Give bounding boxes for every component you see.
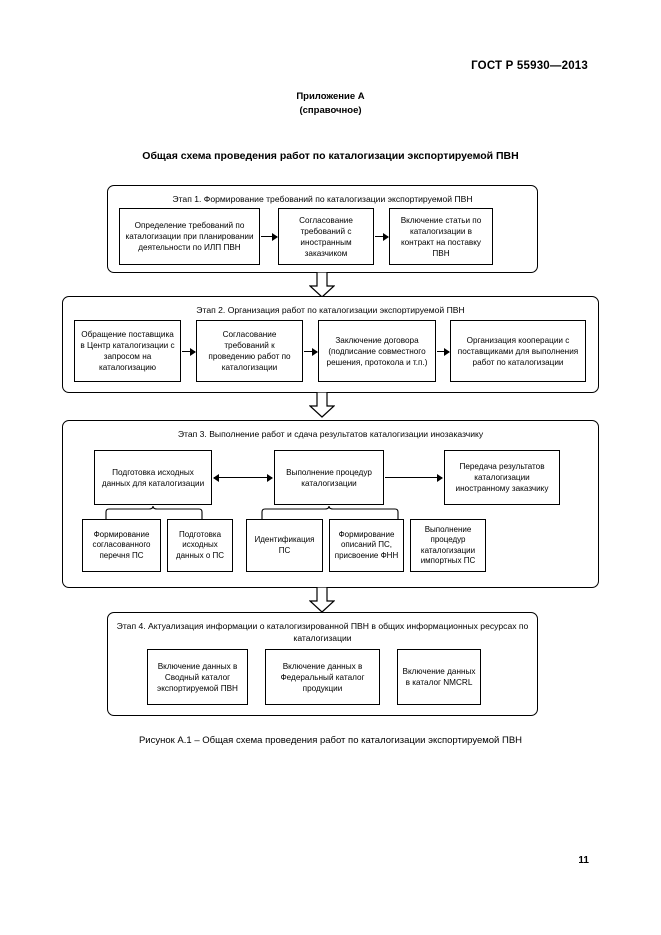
stage-3-subbox-1: Формирование согласованного перечня ПС [82, 519, 161, 572]
stage-2-box-1: Обращение поставщика в Центр каталогизац… [74, 320, 181, 382]
standard-header: ГОСТ Р 55930—2013 [471, 60, 588, 72]
figure-caption: Рисунок А.1 – Общая схема проведения раб… [138, 735, 523, 746]
appendix-line-1: Приложение А [296, 91, 365, 102]
connector-stage3-to-stage4 [309, 587, 335, 613]
stage-2-box-3: Заключение договора (подписание совместн… [318, 320, 436, 382]
stage-3-subbox-4: Формирование описаний ПС, присвоение ФНН [329, 519, 404, 572]
stage-2-title: Этап 2. Организация работ по каталогизац… [196, 305, 465, 315]
page-number: 11 [578, 855, 589, 866]
connector-stage1-to-stage2 [309, 272, 335, 298]
appendix-heading: Приложение А (справочное) [0, 90, 661, 118]
stage-3-brace-left [104, 505, 204, 521]
stage-3-box-3: Передача результатов каталогизации иност… [444, 450, 560, 505]
appendix-line-2: (справочное) [299, 105, 362, 116]
stage-3-title: Этап 3. Выполнение работ и сдача результ… [177, 429, 484, 439]
stage-3-brace-middle [260, 505, 400, 521]
stage-3-subbox-2: Подготовка исходных данных о ПС [167, 519, 233, 572]
stage-1-box-1: Определение требований по каталогизации … [119, 208, 260, 265]
stage-2-box-2: Согласование требований к проведению раб… [196, 320, 303, 382]
stage-3-arrow-1-to-2 [213, 472, 273, 483]
stage-1-box-3: Включение статьи по каталогизации в конт… [389, 208, 493, 265]
stage-1-box-2: Согласование требований с иностранным за… [278, 208, 374, 265]
stage-3-subbox-3: Идентификация ПС [246, 519, 323, 572]
stage-4-title: Этап 4. Актуализация информации о катало… [116, 621, 529, 643]
stage-3-box-1: Подготовка исходных данных для каталогиз… [94, 450, 212, 505]
stage-4-box-3: Включение данных в каталог NMCRL [397, 649, 481, 705]
stage-3-subbox-5: Выполнение процедур каталогизации импорт… [410, 519, 486, 572]
stage-1-arrow-1-to-2 [261, 231, 278, 242]
stage-2-arrow-1-to-2 [182, 346, 196, 357]
stage-4-box-1: Включение данных в Сводный каталог экспо… [147, 649, 248, 705]
stage-1-title: Этап 1. Формирование требований по катал… [172, 194, 473, 204]
stage-3-box-2: Выполнение процедур каталогизации [274, 450, 384, 505]
stage-2-arrow-2-to-3 [304, 346, 318, 357]
figure-title: Общая схема проведения работ по каталоги… [142, 150, 519, 162]
stage-2-arrow-3-to-4 [437, 346, 450, 357]
stage-1-arrow-2-to-3 [375, 231, 389, 242]
stage-3-arrow-2-to-3 [385, 472, 443, 483]
connector-stage2-to-stage3 [309, 392, 335, 418]
stage-2-box-4: Организация кооперации с поставщиками дл… [450, 320, 586, 382]
stage-4-box-2: Включение данных в Федеральный каталог п… [265, 649, 380, 705]
